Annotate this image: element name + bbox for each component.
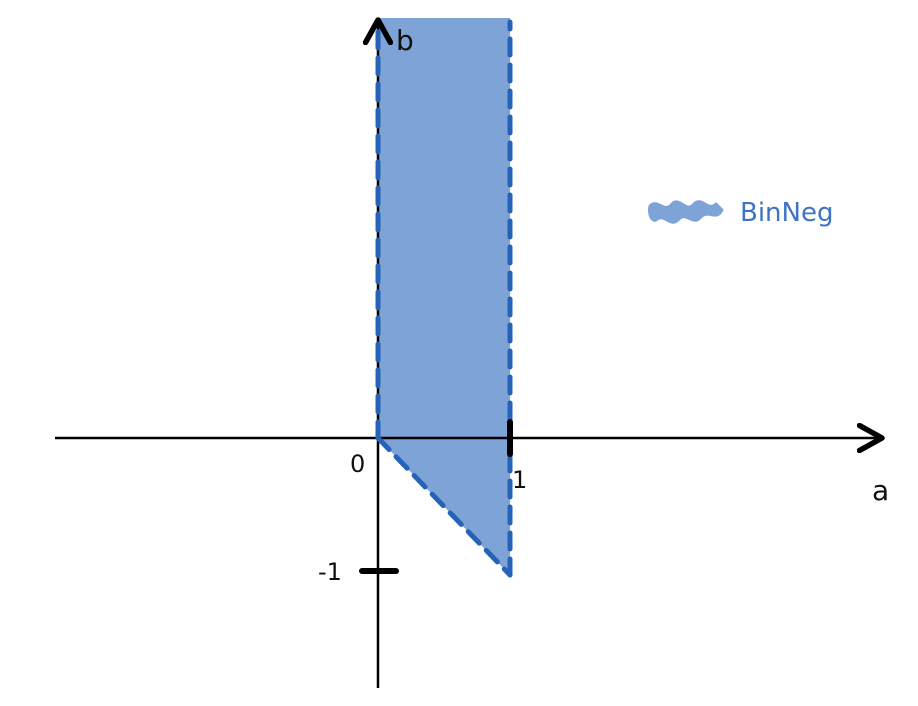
binneg-region-border [375,19,513,578]
origin-label: 0 [350,450,365,478]
a-axis-label: a [872,474,889,507]
legend-label: BinNeg [740,198,834,228]
region-diagonal-edge [375,435,513,578]
legend-swatch [648,200,724,224]
tick-label-b-minus-one: -1 [318,558,342,586]
legend: BinNeg [648,198,834,228]
tick-label-a-one: 1 [512,466,527,494]
binneg-region [378,18,510,575]
b-axis-label: b [396,24,414,57]
